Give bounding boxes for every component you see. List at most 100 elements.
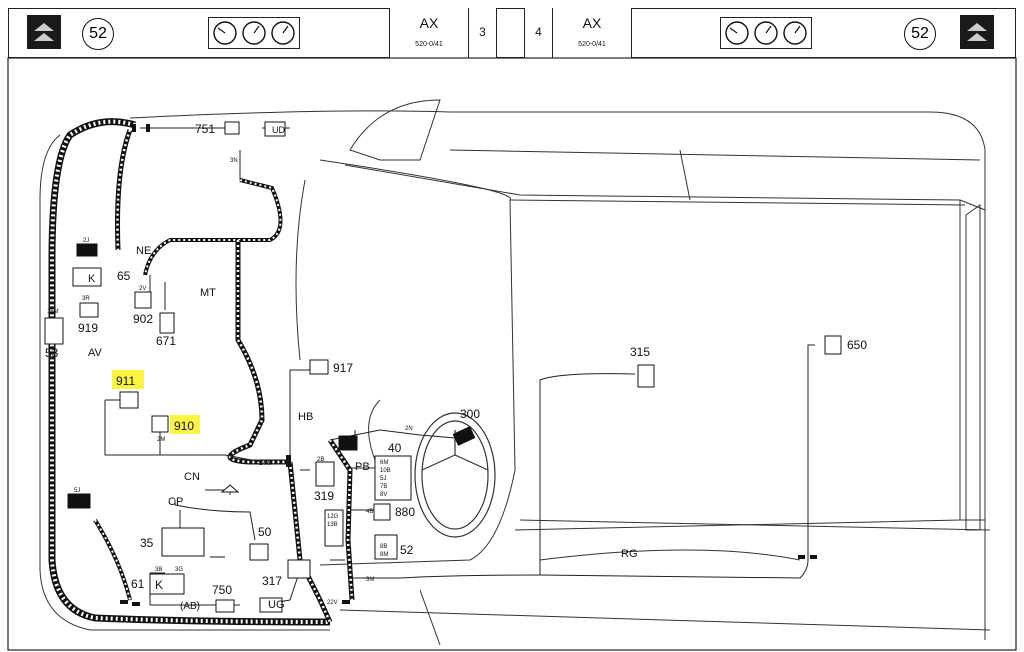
pin-label-3b: 3B xyxy=(155,567,162,573)
harness-label-hb: HB xyxy=(298,411,313,423)
pin-label-5j-m2: 5J xyxy=(74,488,80,494)
pin-label-3n: 3N xyxy=(230,158,238,164)
diagram-labels: NEMTAVHBCNCPPBRGUGUD(AB)7516590267191953… xyxy=(45,122,867,612)
horn-911-symbol xyxy=(119,391,139,409)
relay-k-65-symbol xyxy=(72,267,102,287)
switch-300-symbol xyxy=(452,426,476,446)
harness-label-ug: UG xyxy=(268,599,285,611)
component-label-750: 750 xyxy=(212,583,232,597)
component-label-52: 52 xyxy=(400,543,414,557)
pin-label-2n: 2N xyxy=(405,426,413,432)
component-symbols xyxy=(44,121,842,613)
component-50-symbol xyxy=(249,543,269,561)
pin-label-2m: 2M xyxy=(157,437,165,443)
pin-label-2b: 2B xyxy=(317,457,324,463)
component-52-symbol xyxy=(374,534,398,560)
sheet-number-left: 3 xyxy=(479,25,486,39)
pin-label-10b: 10B xyxy=(380,468,391,474)
wires xyxy=(104,127,815,606)
harness-label-ne: NE xyxy=(136,245,151,257)
component-label-911: 911 xyxy=(116,374,135,388)
instrument-icon-box-right xyxy=(720,17,812,49)
component-label-65: 65 xyxy=(117,269,131,283)
component-label-919: 919 xyxy=(78,321,98,335)
component-880-symbol xyxy=(373,503,391,521)
gauge-icon xyxy=(213,21,295,45)
component-label-300: 300 xyxy=(460,407,480,421)
citroen-logo-right xyxy=(960,15,994,49)
pin-label-3m: 3M xyxy=(366,577,374,583)
relay-label-k-61: K xyxy=(155,578,163,592)
pin-label-12g: 12G xyxy=(327,514,339,520)
component-671-symbol xyxy=(159,312,175,334)
ground-cn-symbol xyxy=(220,484,240,493)
pin-label-8b: 8B xyxy=(380,544,387,550)
harness-label-cn: CN xyxy=(184,471,200,483)
component-label-61: 61 xyxy=(131,577,145,591)
component-label-40: 40 xyxy=(388,441,402,455)
section-title-left: AX xyxy=(419,15,439,31)
pin-label-15m: 15M xyxy=(47,309,59,315)
pin-label-4b: 4B xyxy=(366,509,373,515)
component-label-50: 50 xyxy=(258,525,272,539)
section-title-right: AX xyxy=(582,15,602,31)
highlight-911 xyxy=(112,370,144,389)
m2-connector-symbol xyxy=(67,493,91,509)
component-317-symbol xyxy=(287,559,311,579)
pin-label-8m: 8M xyxy=(380,552,388,558)
sensor-label-ud: UD xyxy=(272,125,285,135)
pin-label-8v: 8V xyxy=(380,492,387,498)
header-bar xyxy=(8,8,1016,58)
lamp-751-symbol xyxy=(224,121,240,135)
pin-label-5j: 5J xyxy=(380,476,386,482)
component-label-917: 917 xyxy=(333,361,353,375)
pin-label-13b: 13B xyxy=(327,522,338,528)
component-label-671: 671 xyxy=(156,334,176,348)
connector-label-m2: m2 xyxy=(70,497,83,507)
pin-label-6m: 6M xyxy=(380,460,388,466)
section-block-right: AX 520-0/41 xyxy=(552,8,632,58)
component-label-902: 902 xyxy=(133,312,153,326)
pin-label-7b: 7B xyxy=(380,484,387,490)
component-label-53: 53 xyxy=(45,346,59,360)
page-number-left: 52 xyxy=(82,18,114,50)
harness-label-pb: PB xyxy=(355,461,370,473)
sheet-number-left-cell: 3 xyxy=(469,8,497,58)
component-label-317: 317 xyxy=(262,574,282,588)
label-ab: (AB) xyxy=(180,601,200,612)
component-label-910: 910 xyxy=(174,419,194,433)
instrument-icon-box-left xyxy=(208,17,300,49)
component-label-319: 319 xyxy=(314,489,334,503)
sensor-ug-symbol xyxy=(259,597,283,613)
component-label-880: 880 xyxy=(395,505,415,519)
pin-label-3r: 3R xyxy=(82,296,90,302)
pin-label-2v: 2V xyxy=(139,286,146,292)
battery-35-symbol xyxy=(161,527,205,557)
component-label-35: 35 xyxy=(140,536,154,550)
relay-k-61-symbol xyxy=(149,573,185,595)
pin-label-22v: 22V xyxy=(327,600,338,606)
section-code-left: 520-0/41 xyxy=(415,41,443,48)
component-label-315: 315 xyxy=(630,345,650,359)
component-53-symbol xyxy=(44,317,64,345)
connector-block-symbol xyxy=(324,509,344,547)
sheet-number-right-cell: 4 xyxy=(524,8,552,58)
car-body-outline xyxy=(39,99,991,646)
connector-label-m1: m1 xyxy=(79,246,92,256)
relay-label-k-65: K xyxy=(88,273,96,285)
horn-910-symbol xyxy=(151,415,169,433)
harness-label-rg: RG xyxy=(621,548,638,560)
steering-wheel xyxy=(414,412,496,538)
harness-label-mt: MT xyxy=(200,287,216,299)
connector-markers xyxy=(120,124,817,606)
component-650-symbol xyxy=(824,335,842,355)
highlight-910 xyxy=(170,415,200,434)
connector-label-m3: m3 xyxy=(341,439,354,449)
sensor-ud-symbol xyxy=(264,121,286,137)
m1-connector-symbol xyxy=(76,243,98,257)
section-block-left: AX 520-0/41 xyxy=(389,8,469,58)
component-902-symbol xyxy=(134,291,152,309)
pin-label-2j: 2J xyxy=(83,238,89,244)
